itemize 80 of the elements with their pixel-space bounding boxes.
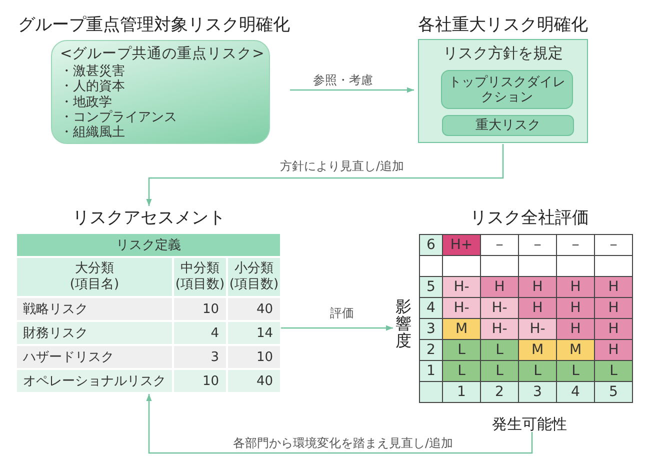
risk-level-cell: L [480,360,518,382]
impact-score-cell: 2 [420,340,442,360]
risk-level-cell: H [594,298,632,318]
arrow [281,325,393,331]
impact-score-cell: 1 [420,360,442,382]
count-cell: 10 [174,370,226,392]
arrow [290,87,414,93]
risk-level-cell: H- [480,298,518,318]
edge-label: 方針により見直し/追加 [280,159,404,173]
risk-level-cell: M [556,340,594,360]
count-cell: 10 [228,346,280,368]
count-cell: 3 [174,346,226,368]
elbow-arrow [146,394,533,454]
category-cell: ハザードリスク [17,346,172,368]
column-header: 中分類(項目数) [174,258,226,296]
risk-level-cell: L [556,360,594,382]
table-header: リスク定義 [17,234,280,256]
risk-level-cell: H- [480,318,518,340]
category-cell: 財務リスク [17,322,172,344]
count-cell: 40 [228,370,280,392]
likelihood-score-cell: 5 [594,382,632,402]
risk-level-cell: L [442,360,480,382]
section-heading: リスク全社評価 [470,207,589,230]
likelihood-score-cell: 3 [518,382,556,402]
risk-level-cell: H- [518,318,556,340]
edge-label: 各部門から環境変化を踏まえ見直し/追加 [232,436,454,450]
risk-level-cell: H [556,318,594,340]
impact-score-cell: 4 [420,298,442,318]
impact-score-cell: 3 [420,318,442,340]
list-item: ・組織風土 [60,125,125,140]
risk-level-cell: L [594,360,632,382]
risk-level-cell: L [442,340,480,360]
risk-level-cell: － [594,234,632,256]
risk-level-cell: H [594,276,632,298]
likelihood-score-cell: 4 [556,382,594,402]
axis-label: 影響度 [395,298,412,349]
risk-level-cell: H- [442,298,480,318]
edge-label: 評価 [330,306,354,320]
section-heading: グループ重点管理対象リスク明確化 [18,14,290,37]
edge-label: 参照・考慮 [313,73,373,87]
count-cell: 40 [228,298,280,320]
panel-heading: リスク方針を規定 [443,43,563,63]
section-heading: 各社重大リスク明確化 [418,14,588,37]
count-cell: 4 [174,322,226,344]
risk-level-cell: － [518,234,556,256]
process-box: トップリスクダイレクション [441,70,573,109]
risk-level-cell: M [442,318,480,340]
impact-score-cell: 6 [420,234,442,256]
likelihood-score-cell: 1 [442,382,480,402]
risk-level-cell: － [556,234,594,256]
risk-level-cell: H [556,298,594,318]
likelihood-score-cell: 2 [480,382,518,402]
elbow-arrow [146,144,504,206]
risk-level-cell: H [594,318,632,340]
column-header: 大分類(項目名) [17,258,172,296]
risk-level-cell: M [518,340,556,360]
impact-score-cell: 5 [420,276,442,298]
risk-level-cell: － [480,234,518,256]
risk-level-cell: H [480,276,518,298]
category-cell: オペレーショナルリスク [17,370,172,392]
count-cell: 10 [174,298,226,320]
list-item: ・激甚災害 [60,64,125,79]
risk-level-cell: L [480,340,518,360]
risk-level-cell: L [518,360,556,382]
list-item: ・人的資本 [60,79,125,95]
risk-level-cell: H [518,276,556,298]
risk-level-cell: H [594,340,632,360]
process-box: 重大リスク [442,115,574,136]
risk-level-cell: H- [442,276,480,298]
risk-level-cell: H [556,276,594,298]
risk-level-cell: H+ [442,234,480,256]
axis-label: 発生可能性 [492,415,567,433]
count-cell: 14 [228,322,280,344]
category-cell: 戦略リスク [17,298,172,320]
risk-level-cell: H [518,298,556,318]
list-item: ・コンプライアンス [60,110,177,125]
panel-heading: <グループ共通の重点リスク> [60,45,264,64]
list-item: ・地政学 [60,94,112,110]
section-heading: リスクアセスメント [72,207,226,230]
column-header: 小分類(項目数) [228,258,280,296]
